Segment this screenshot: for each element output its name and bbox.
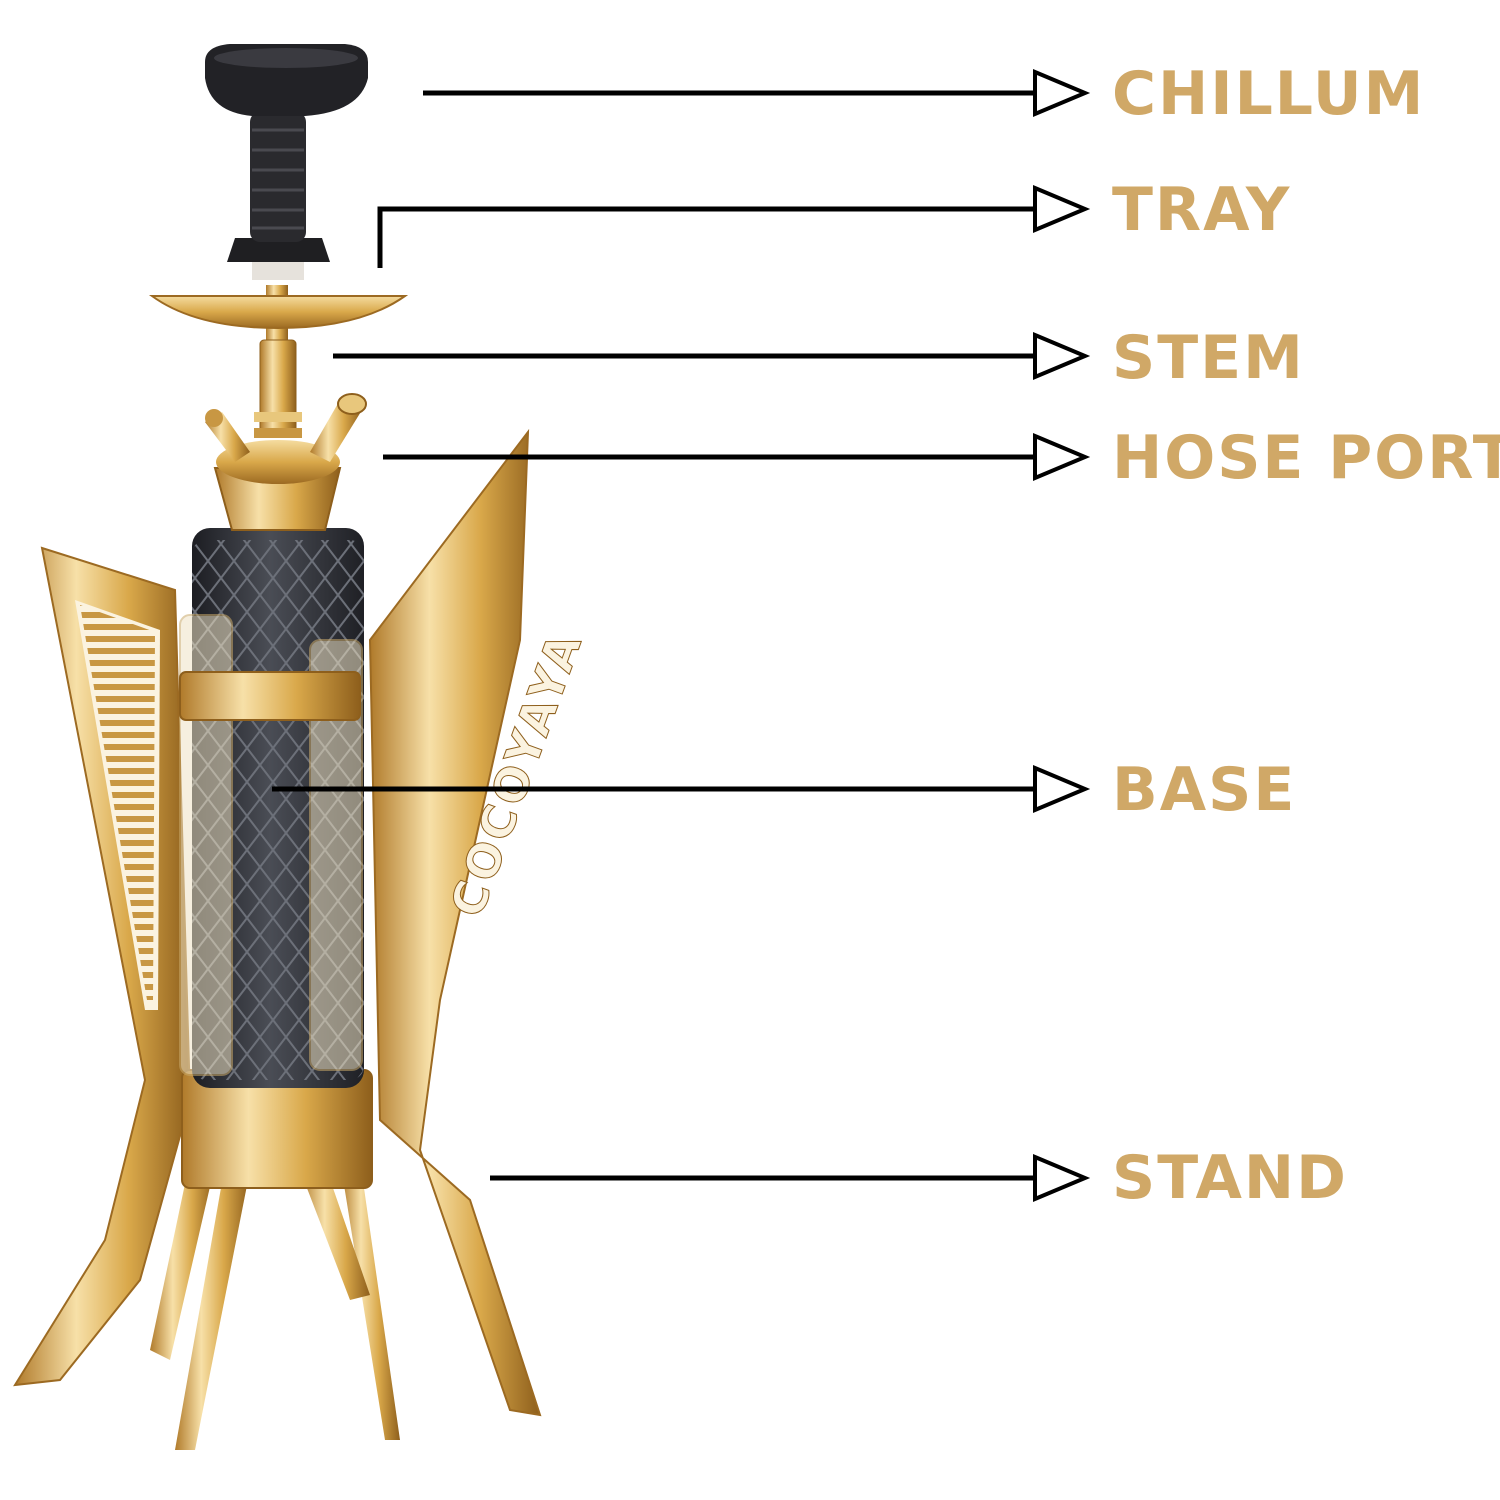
stand — [13, 428, 542, 1450]
hose-port-right-tip — [337, 393, 367, 415]
arrow-tray — [377, 184, 1091, 268]
chillum-grommet — [252, 262, 304, 280]
crystal-column-left — [179, 614, 233, 1076]
hose-port-assembly — [205, 393, 367, 531]
arrow-chillum — [423, 68, 1091, 118]
leader-arrows — [272, 68, 1091, 1203]
label-stem: STEM — [1112, 323, 1305, 393]
arrow-stem — [333, 331, 1091, 381]
stem-ring-2 — [254, 428, 302, 438]
arrow-base — [272, 764, 1091, 814]
chillum — [205, 44, 368, 280]
crystal-column-right — [309, 639, 363, 1071]
tray — [148, 295, 409, 330]
stand-leg-front-right — [300, 1165, 370, 1300]
hose-port-left-tip — [205, 409, 223, 427]
stand-leg-back-left — [150, 1160, 215, 1360]
base — [179, 528, 364, 1088]
stand-fin-left-slats — [80, 605, 155, 1000]
arrow-stand — [490, 1153, 1091, 1203]
stand-leg-front-left — [175, 1165, 250, 1450]
label-hose-port: HOSE PORT — [1112, 423, 1500, 493]
label-stand: STAND — [1112, 1143, 1348, 1213]
hookah-illustration — [13, 44, 542, 1450]
hose-port-right — [310, 400, 362, 462]
stand-fin-right — [368, 428, 542, 1417]
chillum-ridges — [252, 128, 304, 230]
stem-ring-1 — [254, 412, 302, 422]
base-upper-ring — [179, 671, 361, 721]
label-chillum: CHILLUM — [1112, 59, 1426, 129]
chillum-base — [227, 238, 330, 262]
stand-leg-back-right — [340, 1160, 400, 1440]
arrow-hose-port — [383, 432, 1091, 482]
label-tray: TRAY — [1112, 175, 1292, 245]
label-base: BASE — [1112, 755, 1297, 825]
chillum-bowl-top — [214, 48, 358, 68]
